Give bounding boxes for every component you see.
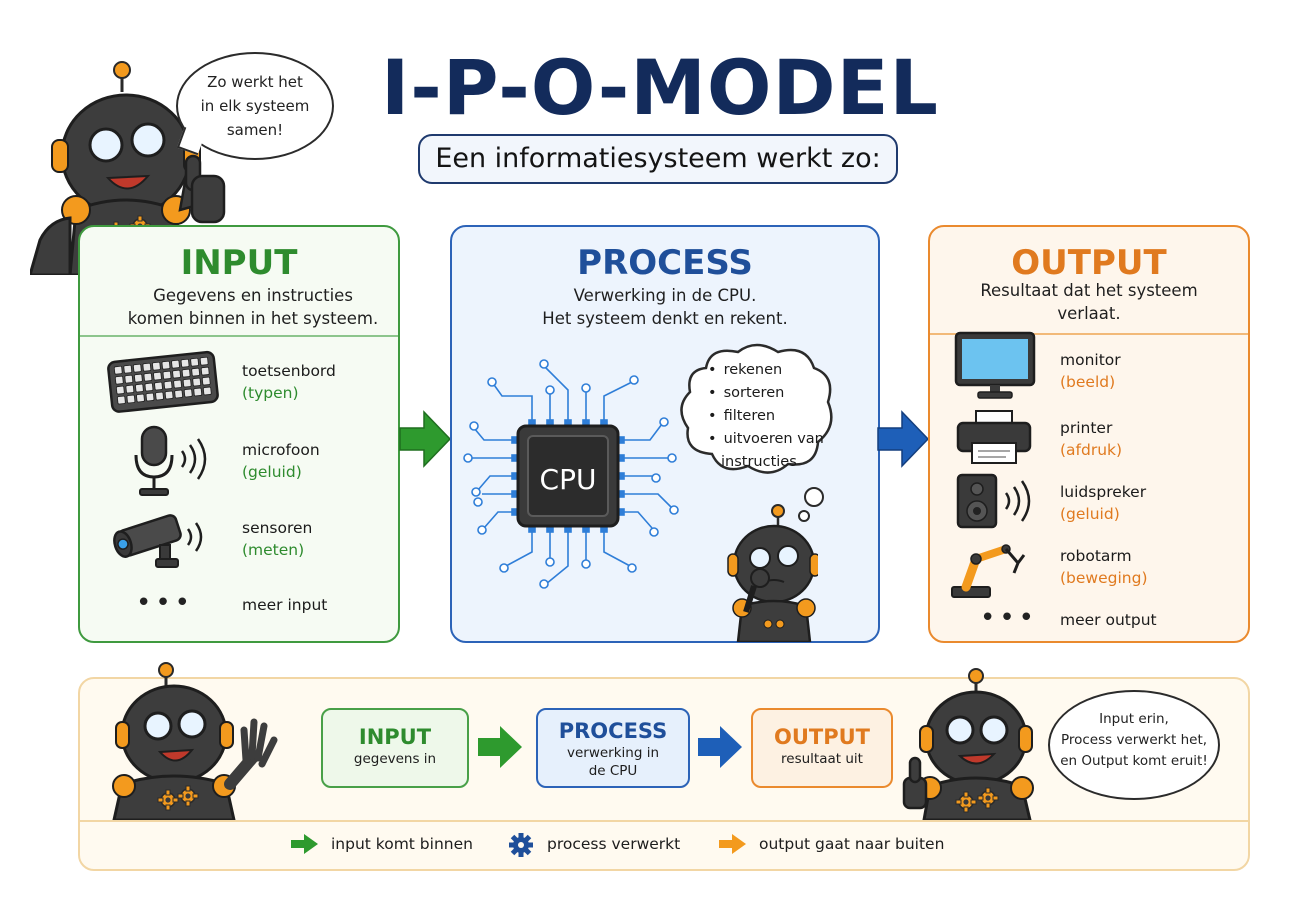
monitor-icon (954, 331, 1036, 399)
output-title: OUTPUT (1011, 243, 1167, 283)
speech-line: samen! (226, 121, 284, 139)
thought-bubbles (798, 487, 824, 522)
process-description: Verwerking in de CPU. Het systeem denkt … (542, 286, 788, 328)
legend-input: input komt binnen (331, 835, 473, 853)
page-title: I-P-O-MODEL (381, 43, 939, 132)
speech-bubble-top: Zo werkt het in elk systeem samen! (176, 52, 334, 160)
speech-line: in elk systeem (200, 97, 310, 115)
input-title: INPUT (180, 243, 298, 283)
robotarm-sub: (beweging) (1060, 569, 1148, 587)
robot-thumbs-up-icon (902, 668, 1034, 820)
more-dots: ••• (136, 588, 195, 618)
summary-divider (80, 820, 1248, 822)
green-arrow-icon (399, 410, 452, 468)
summary-input-box: INPUT gegevens in (321, 708, 469, 788)
speaker-sub: (geluid) (1060, 505, 1120, 523)
microphone-icon (134, 425, 207, 496)
output-description: Resultaat dat het systeem verlaat. (980, 281, 1198, 323)
speech-line: Input erin, (1099, 711, 1169, 727)
robot-waving-icon (112, 662, 278, 820)
robot-thinking-icon (727, 504, 818, 642)
cpu-label: CPU (540, 463, 597, 496)
sensor-sub: (meten) (242, 541, 305, 559)
more-input-label: meer input (242, 596, 328, 614)
blue-arrow-icon (698, 726, 742, 768)
more-dots: ••• (980, 603, 1039, 633)
input-panel: INPUT Gegevens en instructies komen binn… (78, 225, 400, 643)
sensor-label: sensoren (242, 519, 313, 537)
speech-line: Process verwerkt het, (1060, 732, 1208, 748)
monitor-label: monitor (1060, 351, 1121, 369)
green-arrow-icon (478, 726, 522, 768)
speech-line: Zo werkt het (207, 73, 303, 91)
legend-process: process verwerkt (547, 835, 681, 853)
cpu-chip-icon: CPU (463, 359, 679, 589)
orange-arrow-icon (719, 834, 746, 854)
printer-sub: (afdruk) (1060, 441, 1123, 459)
thought-list: rekenen sorteren filteren uitvoeren van … (708, 359, 824, 474)
printer-icon (956, 410, 1032, 464)
gear-icon (509, 833, 533, 857)
microphone-sub: (geluid) (242, 463, 302, 481)
input-description: Gegevens en instructies komen binnen in … (127, 286, 379, 328)
monitor-sub: (beeld) (1060, 373, 1116, 391)
speech-bubble-bottom: Input erin, Process verwerkt het, en Out… (1048, 690, 1220, 800)
keyboard-sub: (typen) (242, 384, 299, 402)
speaker-icon (956, 473, 1031, 529)
summary-output-box: OUTPUT resultaat uit (751, 708, 893, 788)
robot-arm-icon (951, 544, 1026, 598)
page-subtitle: Een informatiesysteem werkt zo: (418, 134, 898, 184)
sensor-camera-icon (113, 514, 203, 568)
keyboard-label: toetsenbord (242, 362, 336, 380)
process-title: PROCESS (577, 243, 753, 283)
printer-label: printer (1060, 419, 1113, 437)
microphone-label: microfoon (242, 441, 320, 459)
blue-arrow-icon (877, 410, 930, 468)
robotarm-label: robotarm (1060, 547, 1132, 565)
speech-line: en Output komt eruit! (1060, 753, 1208, 769)
keyboard-icon (107, 350, 219, 413)
legend-output: output gaat naar buiten (759, 835, 945, 853)
speaker-label: luidspreker (1060, 483, 1147, 501)
output-panel: OUTPUT Resultaat dat het systeem verlaat… (928, 225, 1250, 643)
more-output-label: meer output (1060, 611, 1157, 629)
green-arrow-icon (291, 834, 318, 854)
summary-process-box: PROCESS verwerking in de CPU (536, 708, 690, 788)
